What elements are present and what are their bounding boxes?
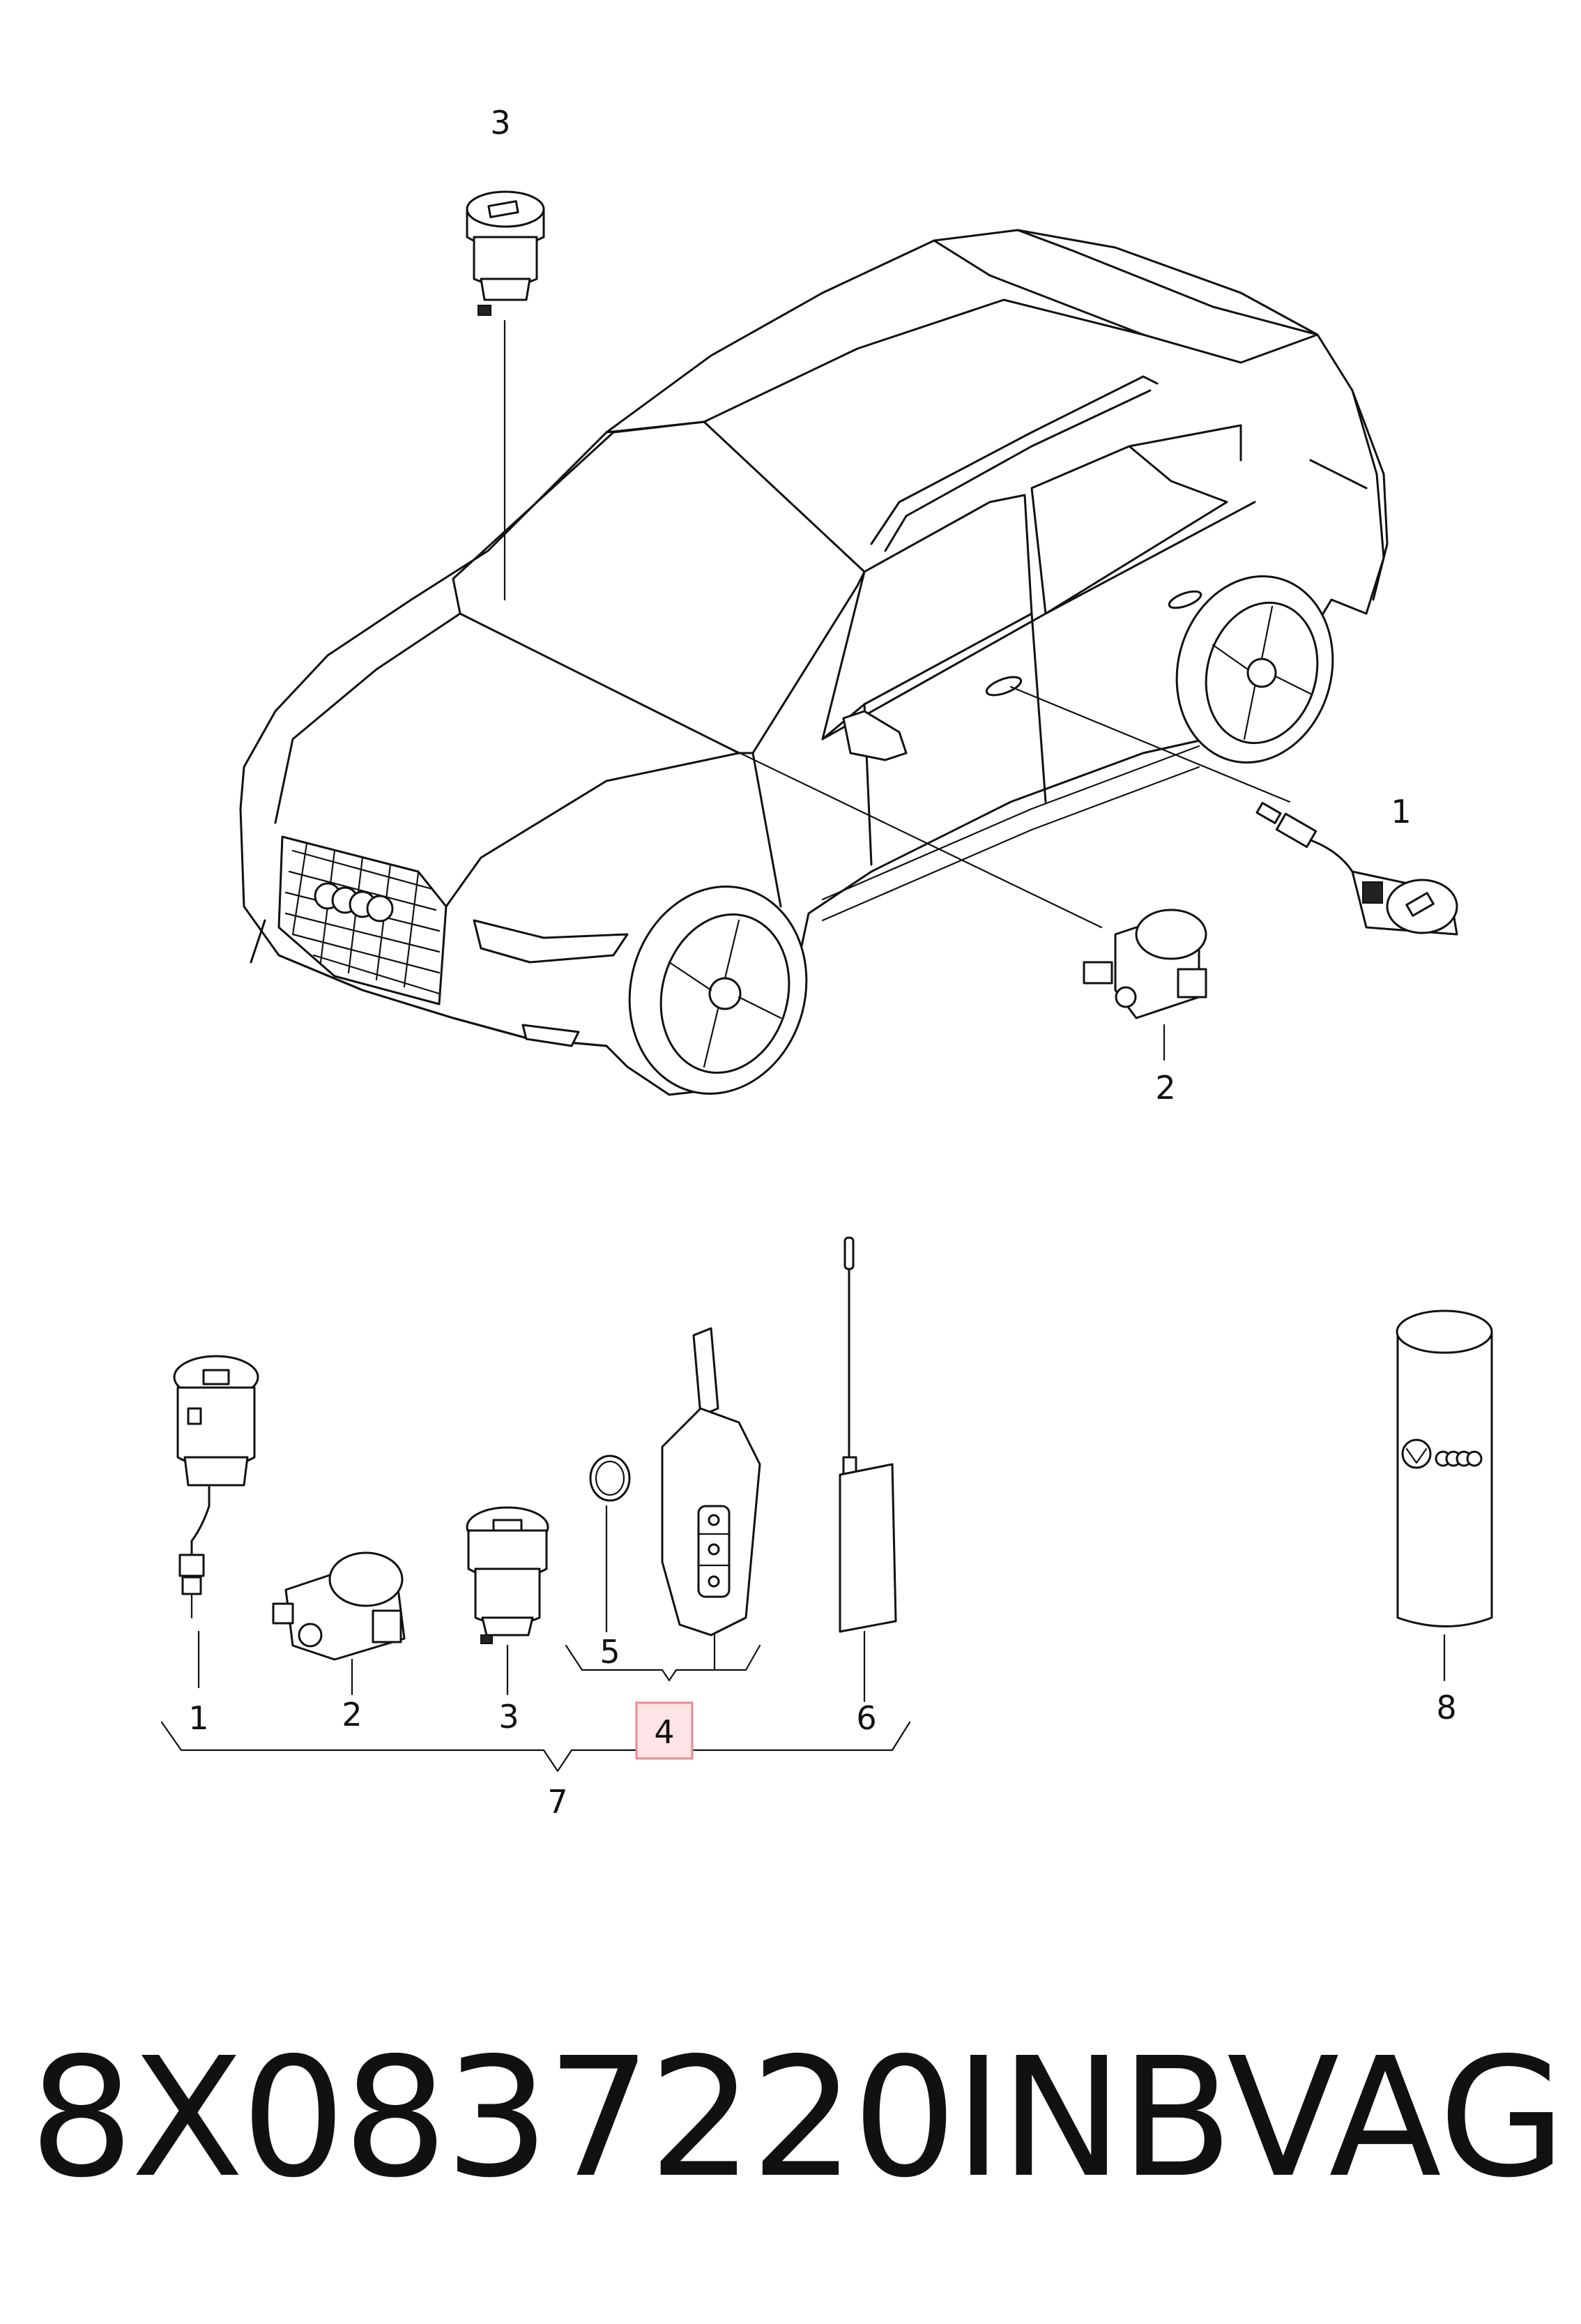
callout-bottom-4: 4 — [654, 1713, 674, 1751]
leader-lines-car — [503, 319, 1291, 929]
front-wheel — [628, 886, 808, 1095]
callout-top-3: 3 — [490, 104, 510, 142]
car-illustration — [239, 229, 1389, 1096]
bottom-door-cylinder-1 — [173, 1355, 259, 1689]
callout-bottom-8: 8 — [1436, 1689, 1456, 1726]
bottom-mechanism-2 — [272, 1551, 406, 1696]
brand-label: VAG — [1227, 2022, 1566, 2214]
top-door-cylinder-1 — [1255, 802, 1458, 936]
top-mechanism-2 — [1083, 909, 1207, 1061]
bottom-flip-key-4 — [661, 1327, 761, 1671]
part-number: 8X0837220INB — [29, 2022, 1233, 2214]
grille-logo — [314, 882, 394, 922]
callout-bottom-1: 1 — [188, 1699, 208, 1737]
callouts: 3 1 2 1 2 3 5 4 6 7 8 — [188, 104, 1456, 1821]
callout-4-highlight — [635, 1701, 694, 1760]
group-brackets — [160, 1644, 911, 1772]
callout-top-1: 1 — [1391, 793, 1411, 830]
rear-wheel — [1175, 575, 1334, 764]
callout-bottom-5: 5 — [599, 1633, 620, 1671]
bottom-antenna-6 — [839, 1236, 897, 1703]
callout-bottom-6: 6 — [856, 1699, 876, 1737]
top-lock-cylinder-3 — [466, 190, 545, 316]
bottom-grease-tube-8 — [1396, 1309, 1493, 1682]
bottom-lock-cylinder-3 — [466, 1506, 549, 1696]
callout-top-2: 2 — [1155, 1069, 1175, 1107]
callout-bottom-3: 3 — [498, 1698, 519, 1736]
bottom-battery-5 — [589, 1455, 631, 1633]
callout-bottom-2: 2 — [342, 1696, 362, 1733]
callout-bottom-7: 7 — [547, 1783, 567, 1821]
